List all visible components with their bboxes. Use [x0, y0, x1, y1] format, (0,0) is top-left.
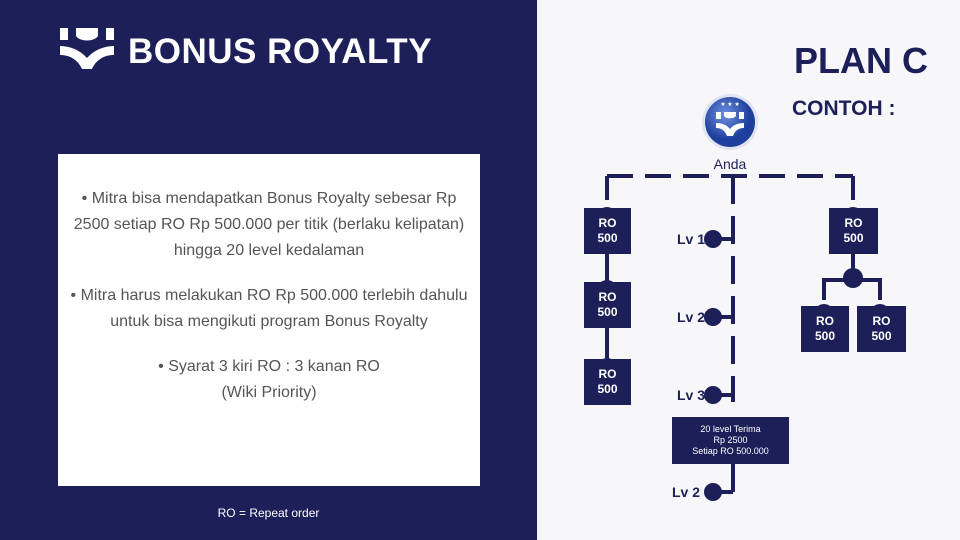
- ro-amount: 500: [814, 329, 836, 343]
- ro-amount: 500: [871, 329, 892, 343]
- ro-amount: 500: [843, 231, 864, 245]
- left-panel: BONUS ROYALTY • Mitra bisa mendapatkan B…: [0, 0, 537, 540]
- level-label: Lv 3: [677, 387, 706, 403]
- ro-amount: 500: [597, 231, 618, 245]
- level-label: Lv 1: [677, 231, 706, 247]
- example-label: CONTOH :: [792, 97, 896, 120]
- caption-line: Setiap RO 500.000: [692, 446, 769, 456]
- caption-line: 20 level Terima: [700, 424, 761, 434]
- ro-label: RO: [598, 216, 617, 230]
- info-line: • Mitra bisa mendapatkan Bonus Royalty s…: [73, 190, 465, 259]
- plan-title: PLAN C: [794, 40, 928, 81]
- level-caption-box: 20 level Terima Rp 2500 Setiap RO 500.00…: [672, 417, 789, 464]
- page-title: BONUS ROYALTY: [128, 32, 433, 71]
- info-card: • Mitra bisa mendapatkan Bonus Royalty s…: [58, 154, 480, 486]
- ro-label: RO: [598, 367, 617, 381]
- ro-label: RO: [816, 314, 834, 328]
- caption-line: Rp 2500: [713, 435, 748, 445]
- level-label: Lv 2: [672, 484, 701, 500]
- svg-text:★ ★ ★: ★ ★ ★: [720, 101, 739, 108]
- info-line: (Wiki Priority): [221, 384, 317, 401]
- level-label: Lv 2: [677, 309, 706, 325]
- brand-logo-icon: [60, 28, 114, 69]
- ro-amount: 500: [597, 382, 618, 396]
- footnote: RO = Repeat order: [217, 506, 320, 520]
- ro-label: RO: [598, 290, 617, 304]
- info-line: • Mitra harus melakukan RO Rp 500.000 te…: [70, 287, 468, 330]
- ro-label: RO: [872, 314, 891, 328]
- info-line: • Syarat 3 kiri RO : 3 kanan RO: [158, 358, 380, 375]
- ro-label: RO: [844, 216, 863, 230]
- root-avatar-icon: ★ ★ ★: [702, 94, 758, 150]
- ro-amount: 500: [597, 305, 618, 319]
- root-label: Anda: [713, 156, 747, 172]
